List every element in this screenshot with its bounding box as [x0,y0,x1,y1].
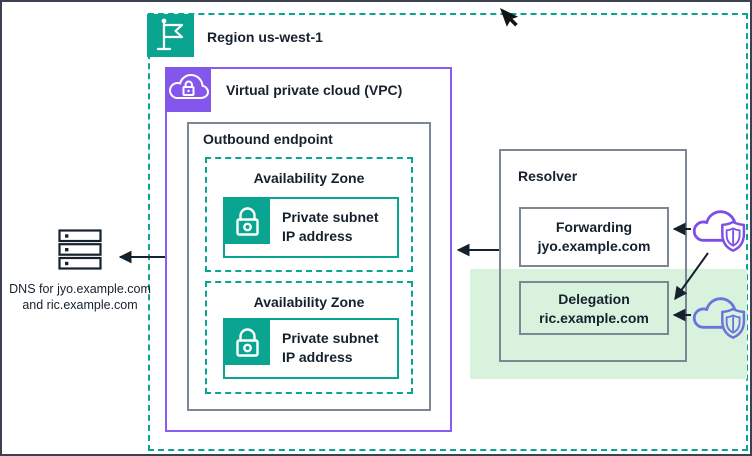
vpc-label: Virtual private cloud (VPC) [226,82,403,98]
server-stack-icon [58,229,102,270]
flag-icon [147,14,194,57]
private-subnet-2: Private subnet IP address [223,318,399,379]
dns-server-caption: DNS for jyo.example.com and ric.example.… [9,282,151,312]
private-subnet-1-label: Private subnet IP address [282,209,379,244]
lock-icon [225,199,270,244]
region-label: Region us-west-1 [207,29,323,45]
availability-zone-2-label: Availability Zone [253,294,365,310]
region-box [148,13,748,451]
cloud-lock-icon [165,67,211,112]
availability-zone-1-label: Availability Zone [253,170,365,186]
resolver-label: Resolver [518,168,578,184]
private-subnet-2-label: Private subnet IP address [282,330,379,365]
availability-zone-1: Availability Zone [205,157,413,272]
outbound-endpoint-label: Outbound endpoint [203,131,333,147]
outbound-endpoint-box [187,122,431,411]
availability-zone-2: Availability Zone [205,281,413,394]
forwarding-box: Forwarding jyo.example.com [519,207,669,267]
delegation-box: Delegation ric.example.com [519,281,669,335]
private-subnet-1: Private subnet IP address [223,197,399,258]
lock-icon [225,320,270,365]
